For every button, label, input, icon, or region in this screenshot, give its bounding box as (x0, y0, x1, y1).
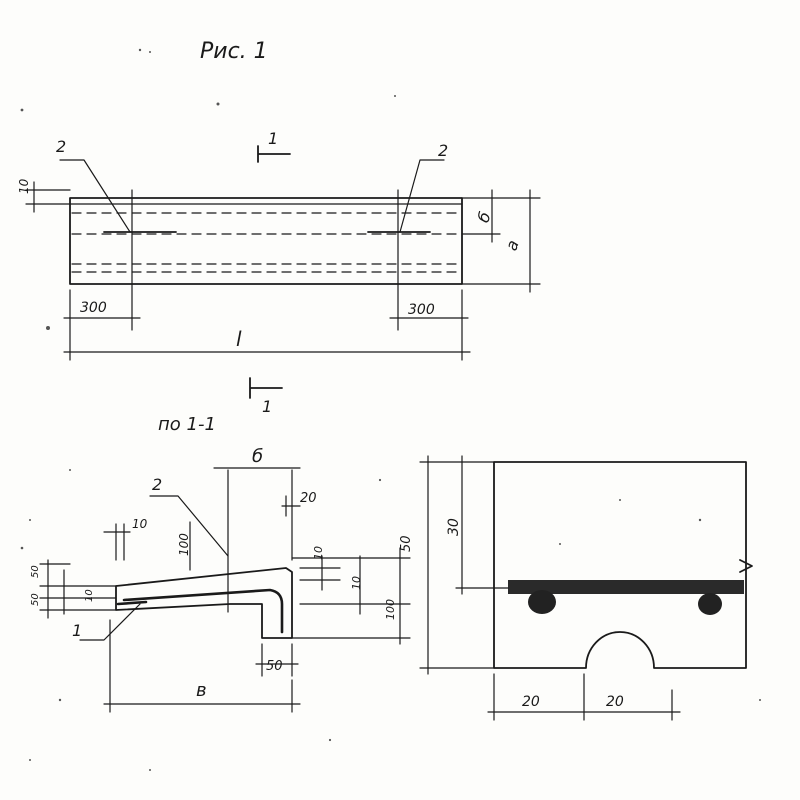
detail-block (493, 461, 747, 669)
plan-dim-a: а (501, 237, 522, 253)
svg-text:1: 1 (262, 397, 272, 416)
section-dim-r100: 100 (384, 599, 397, 620)
detail-dim-20-right: 20 (606, 694, 624, 710)
plan-dim-300-left: 300 (80, 300, 107, 316)
section-view: б 20 2 10 100 1 10 10 100 50 50 в 50 50 … (30, 446, 414, 713)
section-dim-r50: 50 (399, 535, 414, 552)
plan-dim-300-right: 300 (408, 302, 435, 318)
plan-dim-edge: 10 (17, 178, 31, 194)
section-dim-r10a: 10 (312, 546, 325, 560)
section-dim-left-50b: 50 (30, 593, 41, 606)
section-mark-lower: 1 (249, 377, 283, 416)
section-mark-top: 1 (257, 129, 291, 163)
section-dim-r10b: 10 (350, 576, 363, 590)
plan-view: 2 2 10 б а 300 300 l (17, 137, 541, 361)
plan-label-right: 2 (438, 141, 448, 160)
detail-plate (508, 580, 744, 594)
section-dim-100-slope: 100 (177, 533, 191, 556)
detail-view: 30 20 20 (419, 455, 753, 721)
svg-text:1: 1 (268, 129, 278, 148)
detail-dim-30: 30 (446, 518, 462, 536)
scan-specks-top (20, 48, 396, 330)
section-dim-v: в (196, 680, 207, 701)
detail-bolt-right (698, 593, 722, 615)
plan-label-left: 2 (56, 137, 66, 156)
section-dim-10-top: 10 (132, 517, 148, 531)
figure-title: Рис. 1 (200, 39, 268, 64)
beam-outline (69, 197, 463, 285)
detail-dim-20-left: 20 (522, 694, 540, 710)
section-dim-b: б (252, 446, 263, 467)
section-caption: по 1-1 (158, 414, 216, 435)
section-dim-50-bottom: 50 (266, 659, 283, 674)
section-label-2: 2 (152, 475, 162, 494)
section-dim-left-10: 10 (84, 589, 95, 602)
plan-dim-length: l (236, 327, 242, 351)
scan-specks-bottom (20, 469, 761, 771)
section-label-1: 1 (72, 621, 82, 640)
detail-bolt-left (528, 590, 556, 614)
section-dim-left-50a: 50 (30, 565, 41, 578)
section-dim-20: 20 (300, 491, 317, 506)
